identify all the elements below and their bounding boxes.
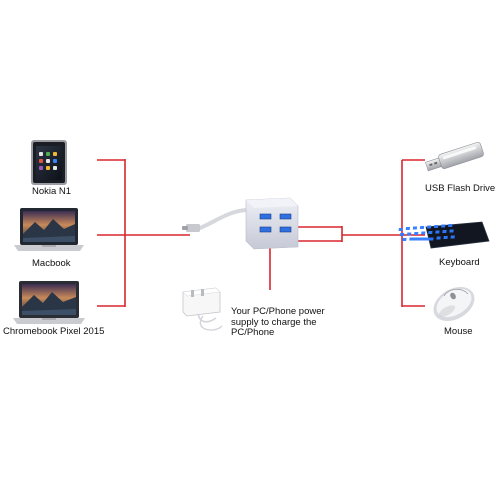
device-label-nokia-n1: Nokia N1: [32, 186, 72, 197]
device-label-macbook: Macbook: [32, 258, 71, 269]
power-adapter-icon: [182, 287, 223, 331]
left-connector-lines: [97, 159, 190, 307]
power-note-line-2: supply to charge the: [231, 316, 317, 328]
right-connector-lines: [298, 159, 425, 307]
usb-flash-drive-icon: [425, 142, 484, 172]
device-label-keyboard: Keyboard: [439, 257, 480, 268]
device-label-mouse: Mouse: [444, 326, 473, 337]
tablet-icon: [31, 140, 67, 185]
power-note-line-3: PC/Phone: [231, 327, 275, 338]
power-note-line-1: Your PC/Phone power: [231, 306, 325, 317]
svg-text:···: ···: [271, 202, 274, 206]
device-label-chromebook-pixel-2015: Chromebook Pixel 2015: [3, 326, 105, 337]
keyboard-icon: [398, 221, 490, 249]
device-label-usb-flash-drive: USB Flash Drive: [425, 183, 496, 194]
laptop-icon: [14, 208, 84, 251]
laptop-icon: [13, 281, 85, 324]
mouse-icon: [433, 286, 475, 322]
usb-c-hub-icon: ···: [182, 197, 299, 250]
usb-port-icons: [259, 213, 292, 233]
power-supply-note: Your PC/Phone power supply to charge the…: [231, 306, 325, 339]
